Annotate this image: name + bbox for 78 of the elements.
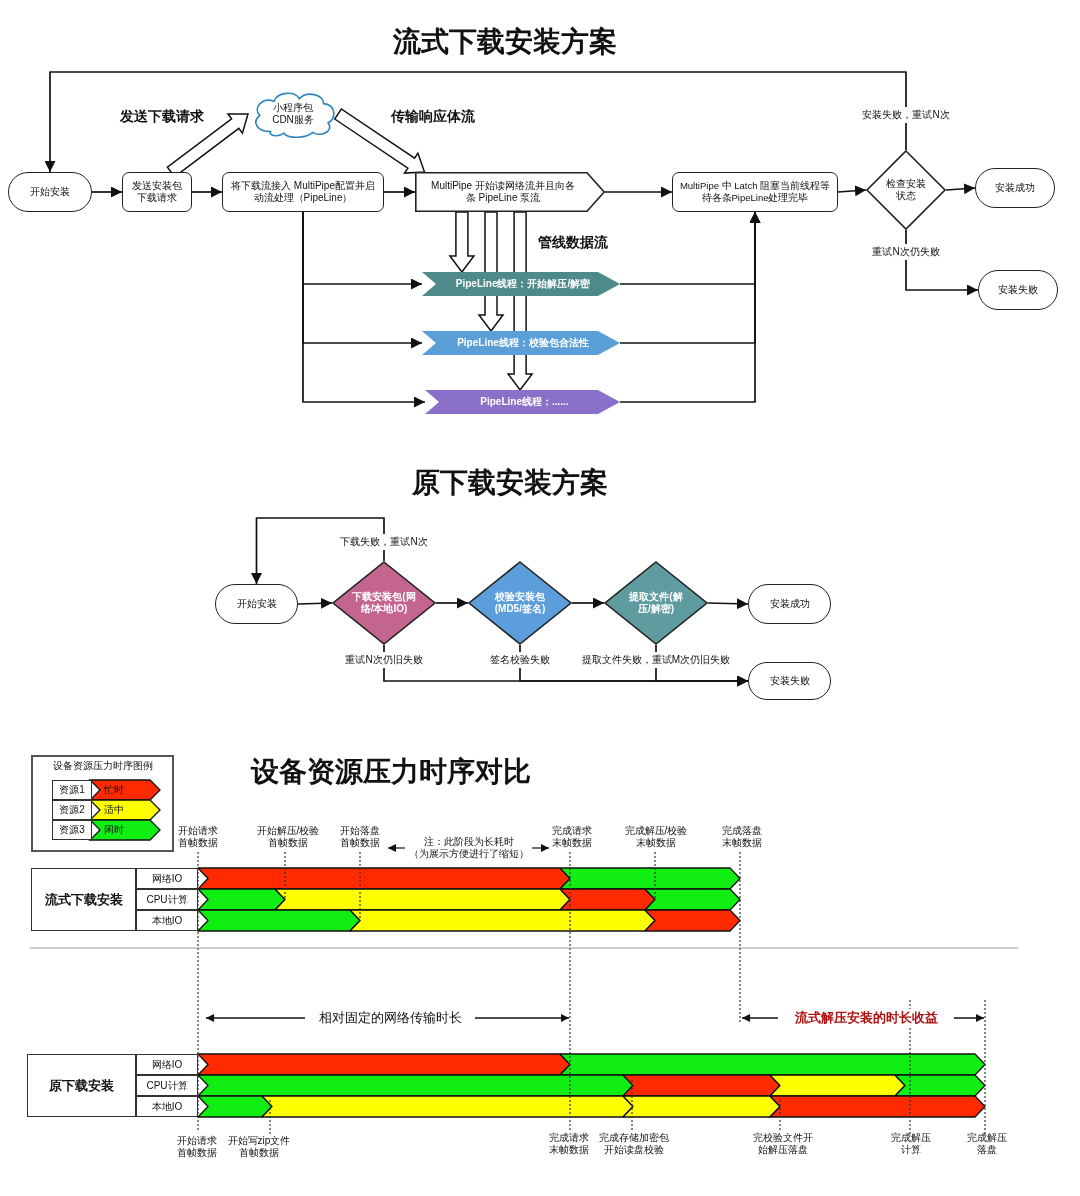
edge-label: 发送下载请求 [119,107,205,126]
legend-label: 适中 [104,803,124,817]
arrow [707,598,749,610]
row-header: CPU计算 [136,1075,198,1096]
note: 注：此阶段为长耗时（为展示方便进行了缩短） [408,835,530,861]
row-header: CPU计算 [136,889,198,910]
heading: 管线数据流 [537,233,609,252]
decision-diamond: 校验安装包(MD5/签名) [468,561,572,645]
legend-label: 忙时 [104,783,124,797]
edge-label: 重试N次仍旧失败 [343,652,425,668]
annotation: 开始解压/校验首帧数据 [255,824,321,850]
annotation: 完成请求末帧数据 [548,1131,590,1157]
edge-label: 传输响应体流 [390,107,476,126]
edge-label: 提取文件失败，重试M次仍旧失败 [579,652,733,668]
terminal-pill: 开始安装 [8,172,92,212]
arrow [655,644,749,687]
row-header: 本地IO [136,910,198,931]
terminal-pill: 安装成功 [748,584,831,624]
title: 流式下载安装方案 [392,25,618,59]
arrow [619,211,761,403]
process-box: MultiPipe 中 Latch 阻塞当前线程等待各条PipeLine处理完毕 [672,172,838,212]
process-box: 发送安装包下载请求 [122,172,192,212]
dimension-label: 相对固定的网络传输时长 [305,1009,475,1027]
annotation: 完成请求末帧数据 [551,824,593,850]
annotation: 开始写zip文件首帧数据 [226,1134,292,1160]
terminal-pill: 安装失败 [748,662,831,700]
ribbon-banner: PipeLine线程：...... [425,390,620,414]
legend-cell: 资源2 [52,800,92,820]
annotation: 开始落盘首帧数据 [339,824,381,850]
edge-label: 安装失败，重试N次 [860,107,952,123]
annotation: 完成落盘末帧数据 [721,824,763,850]
decision-diamond: 提取文件(解压/解密) [604,561,708,645]
arrow [383,186,416,198]
block-arrow [333,107,426,174]
edge-label: 下载失败，重试N次 [338,534,430,550]
arrow [905,229,979,296]
row-header: 流式下载安装 [31,868,136,931]
annotation: 开始请求首帧数据 [176,1134,218,1160]
arrow [837,185,867,197]
section-title: 原下载安装方案 [411,466,609,500]
arrow [91,186,123,198]
row-header: 原下载安装 [27,1054,136,1117]
terminal-pill: 安装成功 [975,168,1055,208]
legend-label: 闲时 [104,823,124,837]
arrow [191,186,223,198]
ribbon-banner: PipeLine线程：开始解压/解密 [422,272,620,296]
arrow [945,183,976,195]
process-box: 将下载流接入 MultiPipe配置并启动流处理（PipeLine） [222,172,384,212]
row-header: 网络IO [136,868,198,889]
annotation: 完校验文件开始解压落盘 [752,1131,814,1157]
arrow [302,211,426,408]
arrow [251,517,385,585]
process-box: MultiPipe 开始读网络流并且向各条 PipeLine 泵流 [415,172,605,212]
annotation: 完成解压/校验末帧数据 [623,824,689,850]
annotation: 完成解压计算 [890,1131,932,1157]
terminal-pill: 开始安装 [215,584,298,624]
row-header: 网络IO [136,1054,198,1075]
legend-title: 设备资源压力时序图例 [51,759,154,773]
legend-cell: 资源3 [52,820,92,840]
arrow [604,186,673,198]
legend-cell: 资源1 [52,780,92,800]
arrow [571,597,605,609]
decision-diamond: 检查安装状态 [866,150,946,230]
ribbon-banner: PipeLine线程：校验包合法性 [422,331,620,355]
arrow [435,597,469,609]
arrow [297,597,333,609]
arrow [44,71,907,173]
edge-label: 签名校验失败 [488,652,552,668]
row-header: 本地IO [136,1096,198,1117]
annotation: 开始请求首帧数据 [177,824,219,850]
edge-label: 重试N次仍失败 [870,244,942,260]
annotation: 完成存储加密包开始读盘校验 [598,1131,670,1157]
section-title: 设备资源压力时序对比 [249,755,532,789]
annotation: 完成解压落盘 [966,1131,1008,1157]
dimension-label: 流式解压安装的时长收益 [778,1009,954,1027]
block-arrow [448,211,476,274]
decision-diamond: 下载安装包(网络/本地IO) [332,561,436,645]
terminal-pill: 安装失败 [978,270,1058,310]
